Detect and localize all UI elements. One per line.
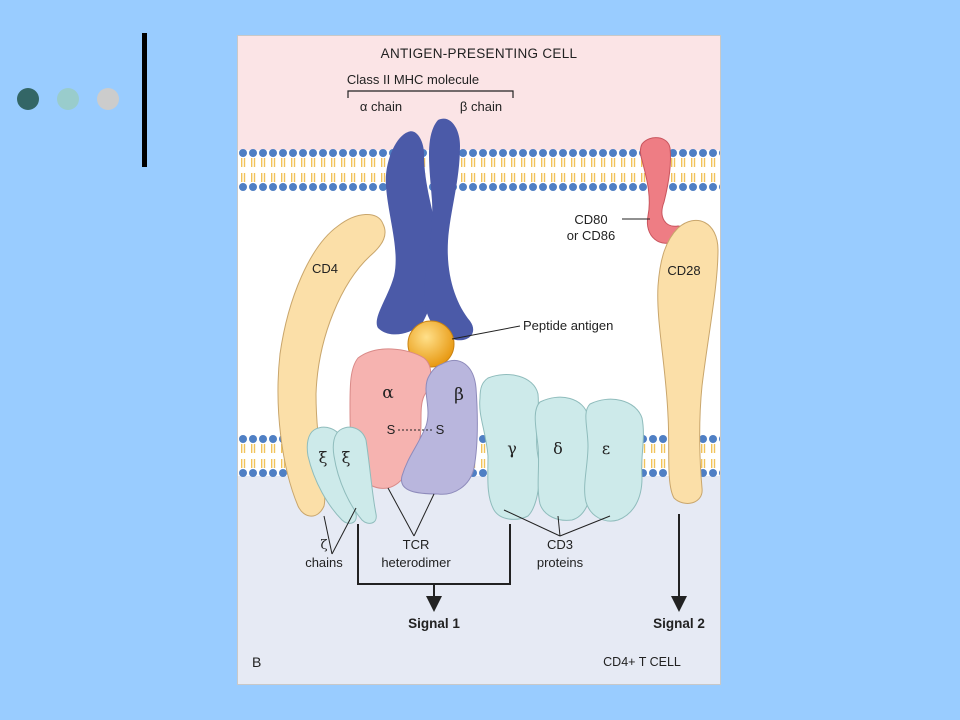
cd28-label: CD28 (667, 263, 700, 278)
tcr-alpha-symbol: α (382, 383, 394, 403)
xi-chain-2 (332, 426, 377, 524)
decor-dot-teal (57, 88, 79, 110)
cd3-pointer-1 (503, 509, 561, 537)
epsilon-symbol: ε (602, 439, 610, 458)
mhc-alpha-chain (376, 131, 439, 335)
xi-symbol-1: ξ (319, 448, 328, 467)
mhc-bracket (347, 90, 514, 98)
tcr-beta-symbol: β (454, 385, 464, 405)
disulfide-s-right: S (436, 422, 445, 437)
disulfide-s-left: S (387, 422, 396, 437)
zeta-chains-label: chains (305, 555, 343, 570)
zeta-pointer-1 (323, 515, 333, 555)
beta-chain-label: β chain (460, 99, 502, 114)
proteins-label: proteins (537, 555, 584, 570)
peptide-pointer (451, 325, 521, 340)
cd80-label: CD80 (574, 212, 607, 227)
tcr-diagram-figure: ANTIGEN-PRESENTING CELL Class II MHC mol… (237, 35, 721, 685)
gamma-symbol: γ (507, 439, 517, 458)
decor-dot-dark (17, 88, 39, 110)
apc-membrane (238, 148, 720, 192)
cd28-molecule (657, 219, 719, 504)
panel-letter: B (252, 654, 261, 670)
peptide-label: Peptide antigen (523, 318, 613, 333)
cd4-label: CD4 (312, 261, 338, 276)
cd3-epsilon (584, 398, 644, 522)
decor-vertical-bar (142, 33, 147, 167)
tcr-pointer-1 (387, 487, 415, 537)
zeta-label: ζ (320, 538, 327, 553)
alpha-chain-label: α chain (360, 99, 402, 114)
mhc-label: Class II MHC molecule (347, 72, 479, 87)
cd3-delta (534, 396, 592, 521)
tcr-pointer-2 (413, 493, 435, 537)
cd86-label: or CD86 (567, 228, 615, 243)
cd3-pointer-2 (557, 515, 561, 537)
cd3-label: CD3 (547, 537, 573, 552)
cd3-pointer-3 (559, 515, 611, 537)
signal1-label: Signal 1 (408, 616, 460, 631)
apc-region (238, 36, 720, 150)
tcr-beta-chain (401, 359, 478, 495)
zeta-pointer-2 (331, 507, 357, 555)
apc-region-label: ANTIGEN-PRESENTING CELL (381, 46, 578, 61)
tcr-label: TCR (403, 537, 430, 552)
mhc-beta-chain (424, 118, 474, 341)
xi-symbol-2: ξ (342, 448, 351, 467)
decor-dot-gray (97, 88, 119, 110)
tcell-region-label: CD4+ T CELL (603, 655, 681, 669)
cd4-molecule (277, 214, 386, 517)
cd3-gamma (479, 374, 541, 520)
heterodimer-label: heterodimer (381, 555, 451, 570)
signal2-label: Signal 2 (653, 616, 705, 631)
delta-symbol: δ (553, 439, 563, 458)
